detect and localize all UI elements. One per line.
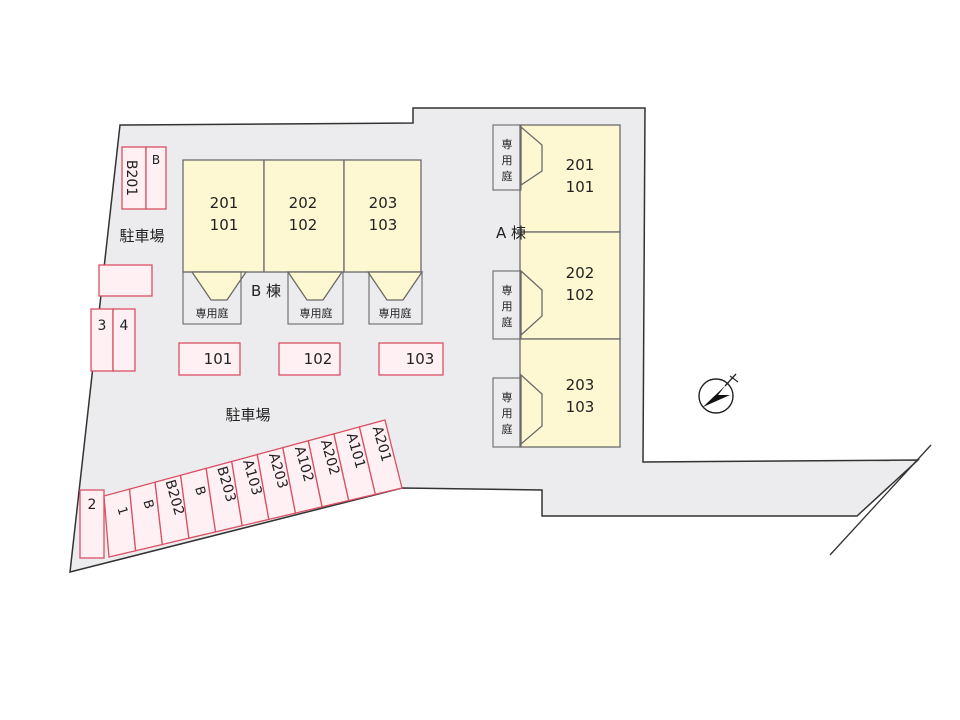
- building-b: 専用庭 専用庭 専用庭 201 101 202 102 203 103 B 棟: [182, 159, 424, 325]
- parking-b-top-label: B: [152, 153, 160, 167]
- parking-b-1-label: B: [139, 498, 156, 511]
- garden-a-1-char1: 専: [502, 138, 513, 151]
- a1-lower: 101: [566, 178, 595, 196]
- garden-a-3-char2: 用: [502, 407, 513, 420]
- garden-a-2-char2: 用: [502, 300, 513, 313]
- garden-a-2-char1: 専: [502, 284, 513, 297]
- building-b-label: B 棟: [251, 282, 281, 300]
- building-a: 専 用 庭 専 用 庭 専 用 庭 201 101 202 102 203 10…: [492, 124, 621, 448]
- b3-lower: 103: [369, 216, 398, 234]
- parking-b201-label: B201: [123, 160, 139, 196]
- unit-b-1[interactable]: [182, 159, 265, 273]
- garden-a-1-char2: 用: [502, 154, 513, 167]
- parking-b-2-label: B: [191, 485, 208, 498]
- garden-a-3-char1: 専: [502, 391, 513, 404]
- garden-a-1-char3: 庭: [502, 169, 513, 183]
- a2-upper: 202: [566, 264, 595, 282]
- parking-space-102[interactable]: [278, 342, 341, 376]
- parking-1-label: 1: [114, 505, 131, 517]
- b1-lower: 101: [210, 216, 239, 234]
- parking-label-center: 駐車場: [225, 406, 270, 424]
- garden-b-3-label: 専用庭: [379, 306, 412, 320]
- garden-b-1-label: 専用庭: [196, 306, 229, 320]
- parking-left-top: B201 B: [121, 146, 167, 210]
- parking-space-a201[interactable]: [358, 419, 403, 496]
- garden-a-2: 専 用 庭: [492, 270, 522, 340]
- parking-front-row: 101 102 103: [178, 342, 444, 376]
- garden-b-2-label: 専用庭: [300, 306, 333, 320]
- garden-a-1: 専 用 庭: [492, 124, 522, 191]
- b2-upper: 202: [289, 194, 318, 212]
- parking-space-b201[interactable]: [121, 146, 147, 210]
- parking-space-blank[interactable]: [98, 264, 153, 297]
- garden-a-3-char3: 庭: [502, 422, 513, 436]
- compass-icon: [698, 373, 739, 414]
- parking-left-mid: 3 4: [90, 308, 136, 372]
- parking-space-101[interactable]: [178, 342, 241, 376]
- parking-space-4[interactable]: [112, 308, 136, 372]
- parking-space-b[interactable]: [145, 146, 167, 210]
- b3-upper: 203: [369, 194, 398, 212]
- garden-a-3: 専 用 庭: [492, 377, 522, 448]
- parking-101-label: 101: [204, 350, 233, 368]
- parking-4-label: 4: [120, 318, 129, 334]
- a2-lower: 102: [566, 286, 595, 304]
- parking-label-top: 駐車場: [119, 227, 164, 245]
- unit-b-3[interactable]: [343, 159, 422, 273]
- unit-b-2[interactable]: [263, 159, 345, 273]
- parking-3-label: 3: [98, 318, 107, 334]
- parking-space-2[interactable]: [79, 489, 105, 559]
- parking-space-103[interactable]: [378, 342, 444, 376]
- a1-upper: 201: [566, 156, 595, 174]
- garden-b-3: 専用庭: [368, 271, 423, 325]
- building-a-label: A 棟: [496, 224, 526, 242]
- parking-103-label: 103: [406, 350, 435, 368]
- garden-b-1: 専用庭: [182, 271, 242, 325]
- parking-2-label: 2: [88, 497, 97, 513]
- garden-b-2: 専用庭: [287, 271, 344, 325]
- garden-a-2-char3: 庭: [502, 315, 513, 329]
- a3-upper: 203: [566, 376, 595, 394]
- a3-lower: 103: [566, 398, 595, 416]
- parking-102-label: 102: [304, 350, 333, 368]
- road-edge-line: [829, 444, 932, 556]
- b1-upper: 201: [210, 194, 239, 212]
- b2-lower: 102: [289, 216, 318, 234]
